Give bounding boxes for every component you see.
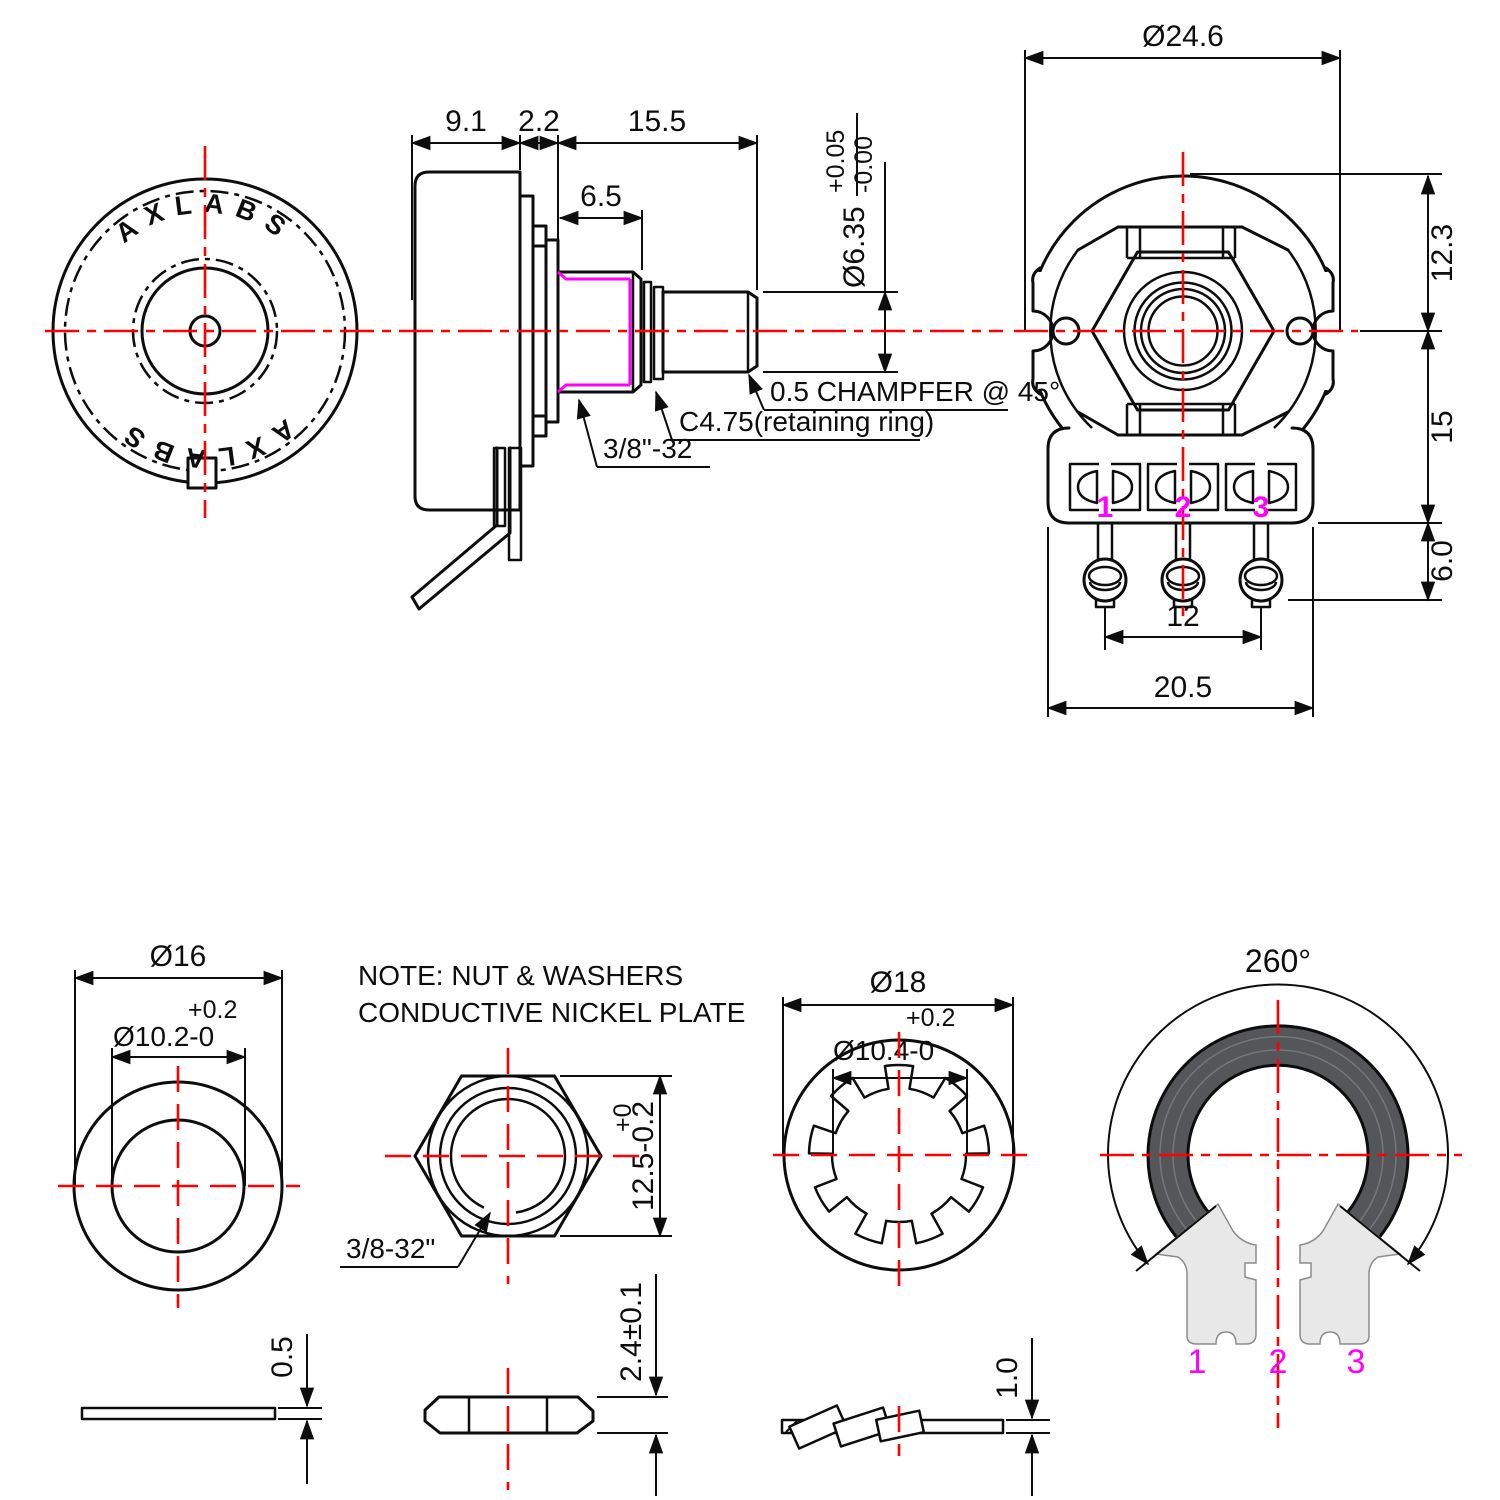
rear-top-tab xyxy=(1076,225,1290,260)
label-nut-thread: 3/8-32" xyxy=(346,1233,435,1264)
rear-terminal-number-2: 2 xyxy=(1175,491,1192,524)
dim-lockwasher-outer: Ø18 xyxy=(870,966,927,999)
element-terminal-tab-1 xyxy=(1154,1202,1257,1345)
dim-body-dia: Ø24.6 xyxy=(1142,20,1224,53)
dim-nut-across-tol: +0 xyxy=(609,1103,637,1132)
side-solder-lug xyxy=(410,446,512,611)
side-can-body xyxy=(413,170,522,512)
note-line1: NOTE: NUT & WASHERS xyxy=(358,960,683,991)
flat-washer-side xyxy=(80,1406,277,1421)
resistive-element xyxy=(1107,983,1449,1345)
note-retaining-ring: C4.75(retaining ring) xyxy=(679,406,934,437)
dim-block-width: 20.5 xyxy=(1154,671,1212,704)
dim-shaft-length: 15.5 xyxy=(628,105,686,138)
dim-washer-inner-tol: +0.2 xyxy=(188,996,237,1024)
bushing-thread-highlight xyxy=(557,270,632,394)
front-anti-rotation-tab xyxy=(186,456,218,490)
element-terminal-tab-3 xyxy=(1299,1202,1402,1345)
element-terminal-number-3: 3 xyxy=(1347,1343,1366,1381)
rear-terminal-number-1: 1 xyxy=(1097,491,1114,524)
rear-terminal-number-3: 3 xyxy=(1253,491,1270,524)
side-view xyxy=(410,170,759,611)
dim-washer-thickness: 0.5 xyxy=(266,1336,299,1378)
rear-lug-3 xyxy=(1238,521,1284,609)
dim-lockwasher-thickness: 1.0 xyxy=(991,1357,1024,1399)
lock-washer-side xyxy=(780,1404,1005,1450)
dim-lug-spacing: 12 xyxy=(1166,600,1199,633)
element-terminal-number-1: 1 xyxy=(1188,1343,1207,1381)
dimension-layer: 9.1 2.2 15.5 6.5 Ø6.35 +0.05 -0.00 0.5 C… xyxy=(73,20,1459,1496)
dim-center-to-top: 12.3 xyxy=(1426,224,1459,282)
element-rotation-arc xyxy=(1107,983,1449,1266)
rear-terminal-block xyxy=(1046,426,1315,525)
rear-bottom-tab xyxy=(1076,402,1290,437)
centerline-layer xyxy=(45,146,1462,1490)
lock-washer-teeth xyxy=(807,1063,991,1245)
dim-block-to-lug: 6.0 xyxy=(1426,540,1459,582)
rear-lug-1 xyxy=(1082,521,1128,609)
dim-nut-thickness: 2.4±0.1 xyxy=(615,1282,648,1382)
dim-washer-outer: Ø16 xyxy=(150,940,207,973)
note-bushing-thread: 3/8"-32 xyxy=(603,433,692,464)
dim-flange-gap: 2.2 xyxy=(518,105,560,138)
dim-lockwasher-inner-tol: +0.2 xyxy=(906,1004,955,1032)
dim-center-to-block: 15 xyxy=(1426,410,1459,443)
dim-washer-inner: Ø10.2-0 xyxy=(113,1021,214,1052)
accent-layer: 1 2 3 1 2 3 xyxy=(557,270,1366,1381)
element-terminal-number-2: 2 xyxy=(1269,1343,1288,1381)
dim-shaft-dia: Ø6.35 xyxy=(838,206,871,288)
dim-lockwasher-inner: Ø10.4-0 xyxy=(833,1035,934,1066)
dim-bushing-length: 6.5 xyxy=(580,180,622,213)
dim-body-depth: 9.1 xyxy=(445,105,487,138)
dim-shaft-dia-group: Ø6.35 +0.05 -0.00 xyxy=(822,113,878,288)
note-line2: CONDUCTIVE NICKEL PLATE xyxy=(358,997,745,1028)
element-carbon-band xyxy=(1146,1024,1410,1242)
dim-shaft-tol-plus: +0.05 xyxy=(822,130,850,193)
dim-shaft-tol-minus: -0.00 xyxy=(850,136,878,193)
note-chamfer: 0.5 CHAMPFER @ 45° xyxy=(770,376,1060,407)
dim-element-rotation: 260° xyxy=(1245,943,1311,979)
rear-view xyxy=(1008,174,1358,609)
